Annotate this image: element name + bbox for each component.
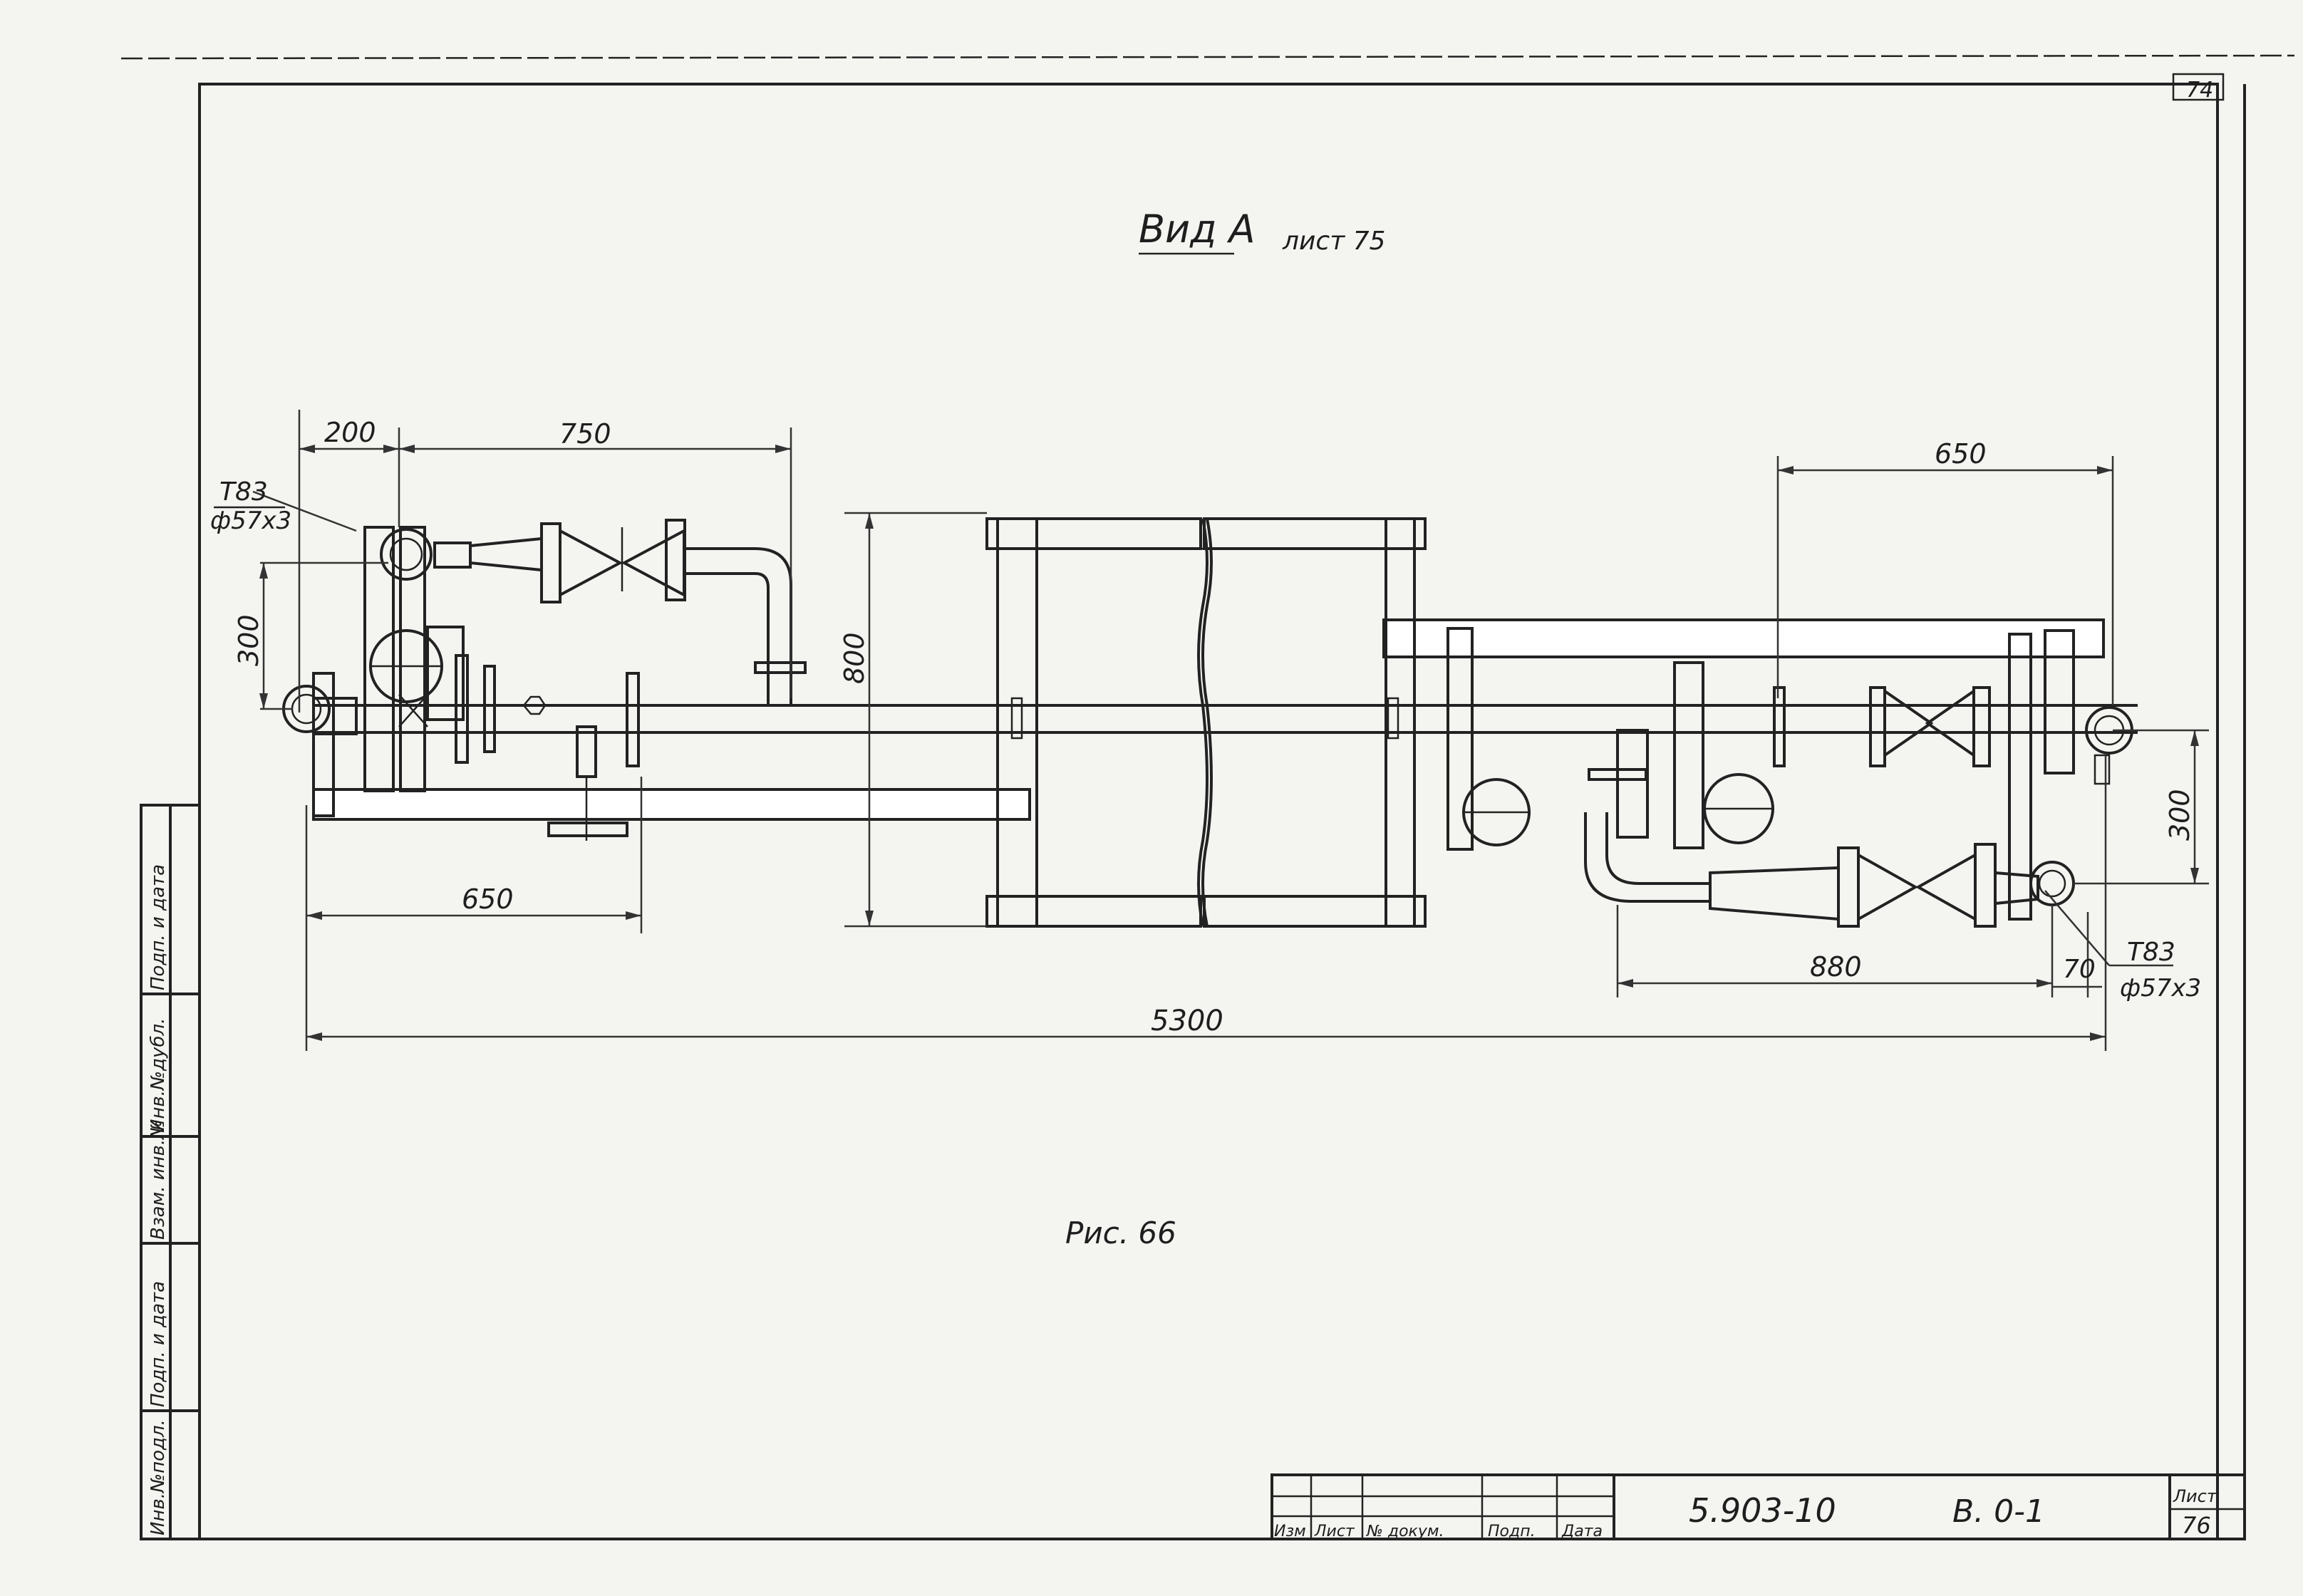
tb-list-number: 76	[2182, 1512, 2211, 1539]
page-number-top: 74	[2186, 78, 2213, 103]
dim-300-right: 300	[2164, 789, 2195, 841]
tb-header-doc: № докум.	[1366, 1523, 1444, 1540]
dimension-lines	[252, 410, 2209, 1051]
dim-300-left: 300	[233, 614, 264, 666]
tb-doc-code: 5.903-10	[1689, 1491, 1836, 1530]
stamp-vzam-inv: Взам. инв.№	[148, 1120, 169, 1240]
tb-header-izm: Изм	[1274, 1523, 1306, 1540]
stamp-inv-podl: Инв.№подл.	[148, 1419, 169, 1535]
stamp-podp-data-2: Подп. и дата	[148, 864, 169, 990]
dim-200: 200	[324, 417, 376, 448]
figure-caption: Рис. 66	[1065, 1216, 1176, 1250]
right-upper-beam	[1382, 618, 2105, 658]
view-sheet-reference: лист 75	[1282, 227, 1385, 256]
left-pipe-callout: Т83 ф57х3	[210, 477, 291, 535]
right-tag: Т83	[2127, 938, 2175, 967]
tb-header-list: Лист	[1314, 1523, 1355, 1540]
stamp-inv-dubl: Инв.№дубл.	[148, 1018, 169, 1133]
tb-header-data: Дата	[1561, 1523, 1603, 1540]
piping-assembly-drawing	[282, 517, 2138, 928]
right-pipe-size: ф57х3	[2120, 974, 2201, 1002]
right-end-assembly	[1447, 627, 2133, 921]
left-base-beam	[312, 788, 1031, 821]
dimension-arrows	[259, 445, 2199, 1041]
tb-list-label: Лист	[2173, 1486, 2217, 1506]
dim-800: 800	[839, 632, 870, 684]
dim-650-bottom: 650	[462, 884, 514, 915]
view-title-group: Вид А лист 75	[1139, 207, 1385, 256]
stamp-podp-data-1: Подп. и дата	[148, 1281, 169, 1407]
title-block	[1270, 1473, 2246, 1540]
tb-doc-sheet: В. 0-1	[1952, 1493, 2045, 1530]
dim-70: 70	[2063, 955, 2096, 984]
dim-750: 750	[559, 418, 611, 450]
dim-650-top: 650	[1935, 438, 1987, 470]
central-frame	[985, 517, 1427, 928]
dim-5300: 5300	[1151, 1005, 1223, 1037]
right-lower-pipe-with-valve	[1584, 812, 2075, 928]
main-pipe	[314, 704, 2138, 734]
side-stamp	[140, 804, 201, 1540]
dim-880: 880	[1810, 951, 1862, 983]
tb-header-podp: Подп.	[1488, 1523, 1536, 1540]
left-pipe-size: ф57х3	[210, 507, 291, 535]
left-tag: Т83	[219, 477, 268, 507]
right-pipe-callout: Т83 ф57х3	[2120, 938, 2201, 1002]
left-end-assembly	[282, 526, 640, 841]
view-title: Вид А	[1139, 207, 1256, 252]
